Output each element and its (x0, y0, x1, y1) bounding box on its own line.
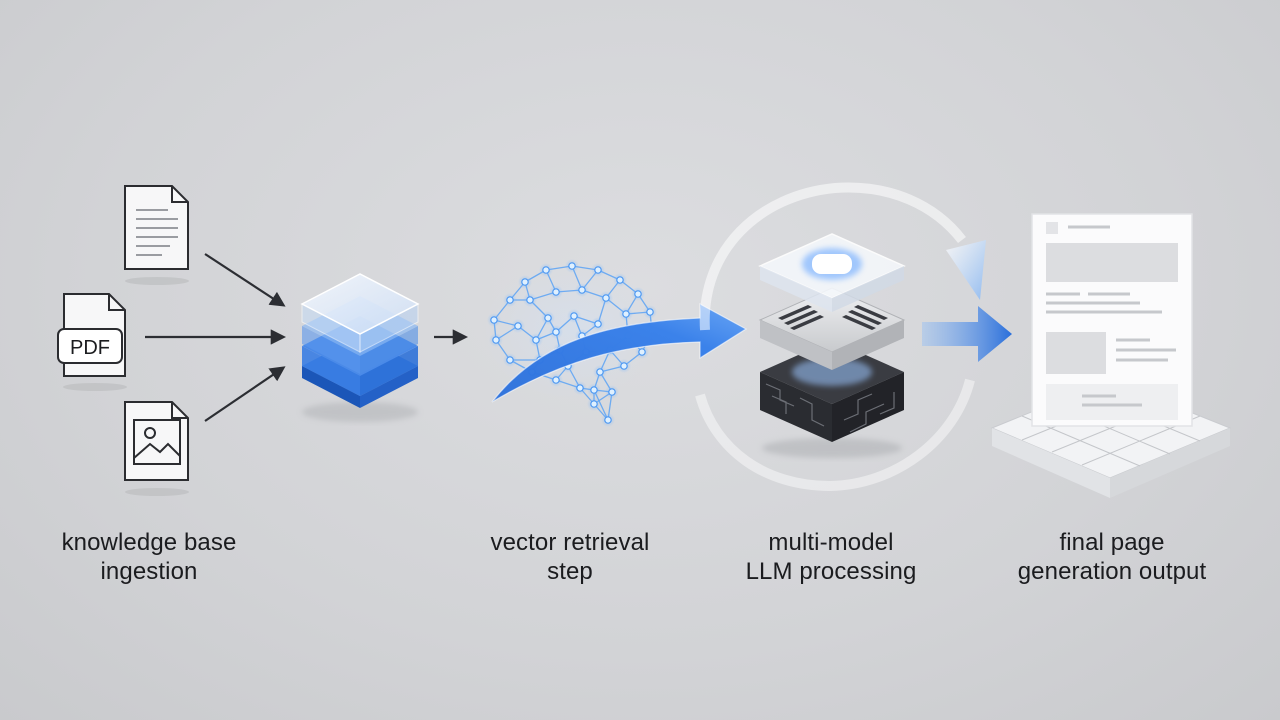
brain-node (608, 388, 616, 396)
brain-node (634, 290, 642, 298)
text-document-icon (124, 185, 189, 285)
brain-node (596, 368, 604, 376)
stage-label-line: vector retrieval (490, 529, 650, 556)
brain-node (532, 336, 540, 344)
brain-node (590, 400, 598, 408)
brain-node (578, 286, 586, 294)
brain-node (506, 296, 514, 304)
stage-label-processing: multi-model LLM processing (701, 528, 961, 586)
stage-label-line: ingestion (100, 558, 198, 585)
brain-node (638, 348, 646, 356)
pdf-badge-label: PDF (70, 337, 110, 359)
stage-label-line: multi-model (768, 529, 894, 556)
brain-node (594, 320, 602, 328)
brain-node (616, 276, 624, 284)
brain-node (526, 296, 534, 304)
brain-node (622, 310, 630, 318)
brain-node (552, 328, 560, 336)
stage-label-line: LLM processing (745, 558, 917, 585)
ingestion-arrows (145, 253, 287, 422)
image-document-icon (124, 401, 189, 496)
brain-node (544, 314, 552, 322)
layered-database-icon (300, 273, 420, 422)
brain-node (542, 266, 550, 274)
brain-node (604, 416, 612, 424)
brain-node (552, 376, 560, 384)
stage-label-output: final page generation output (982, 528, 1242, 586)
brain-node (552, 288, 560, 296)
brain-node (490, 316, 498, 324)
brain-node (594, 266, 602, 274)
pdf-document-icon: PDF (57, 293, 127, 391)
stage-label-line: step (547, 558, 593, 585)
stage-label-line: knowledge base (61, 529, 237, 556)
brain-node (521, 278, 529, 286)
output-arrow (922, 306, 1012, 362)
brain-node (646, 308, 654, 316)
processing-loop-arrows (695, 182, 986, 492)
brain-node (620, 362, 628, 370)
stage-label-retrieval: vector retrieval step (440, 528, 700, 586)
brain-node (570, 312, 578, 320)
stage-label-line: final page (1059, 529, 1165, 556)
stage-label-ingestion: knowledge base ingestion (19, 528, 279, 586)
brain-node (568, 262, 576, 270)
brain-node (506, 356, 514, 364)
brain-node (492, 336, 500, 344)
brain-node (576, 384, 584, 392)
brain-node (602, 294, 610, 302)
brain-node (514, 322, 522, 330)
webpage-layout-icon (990, 213, 1232, 498)
brain-node (590, 386, 598, 394)
llm-chip-stack-icon (758, 233, 906, 458)
stage-label-line: generation output (1017, 558, 1207, 585)
retrieval-flow-arrow (491, 302, 748, 403)
